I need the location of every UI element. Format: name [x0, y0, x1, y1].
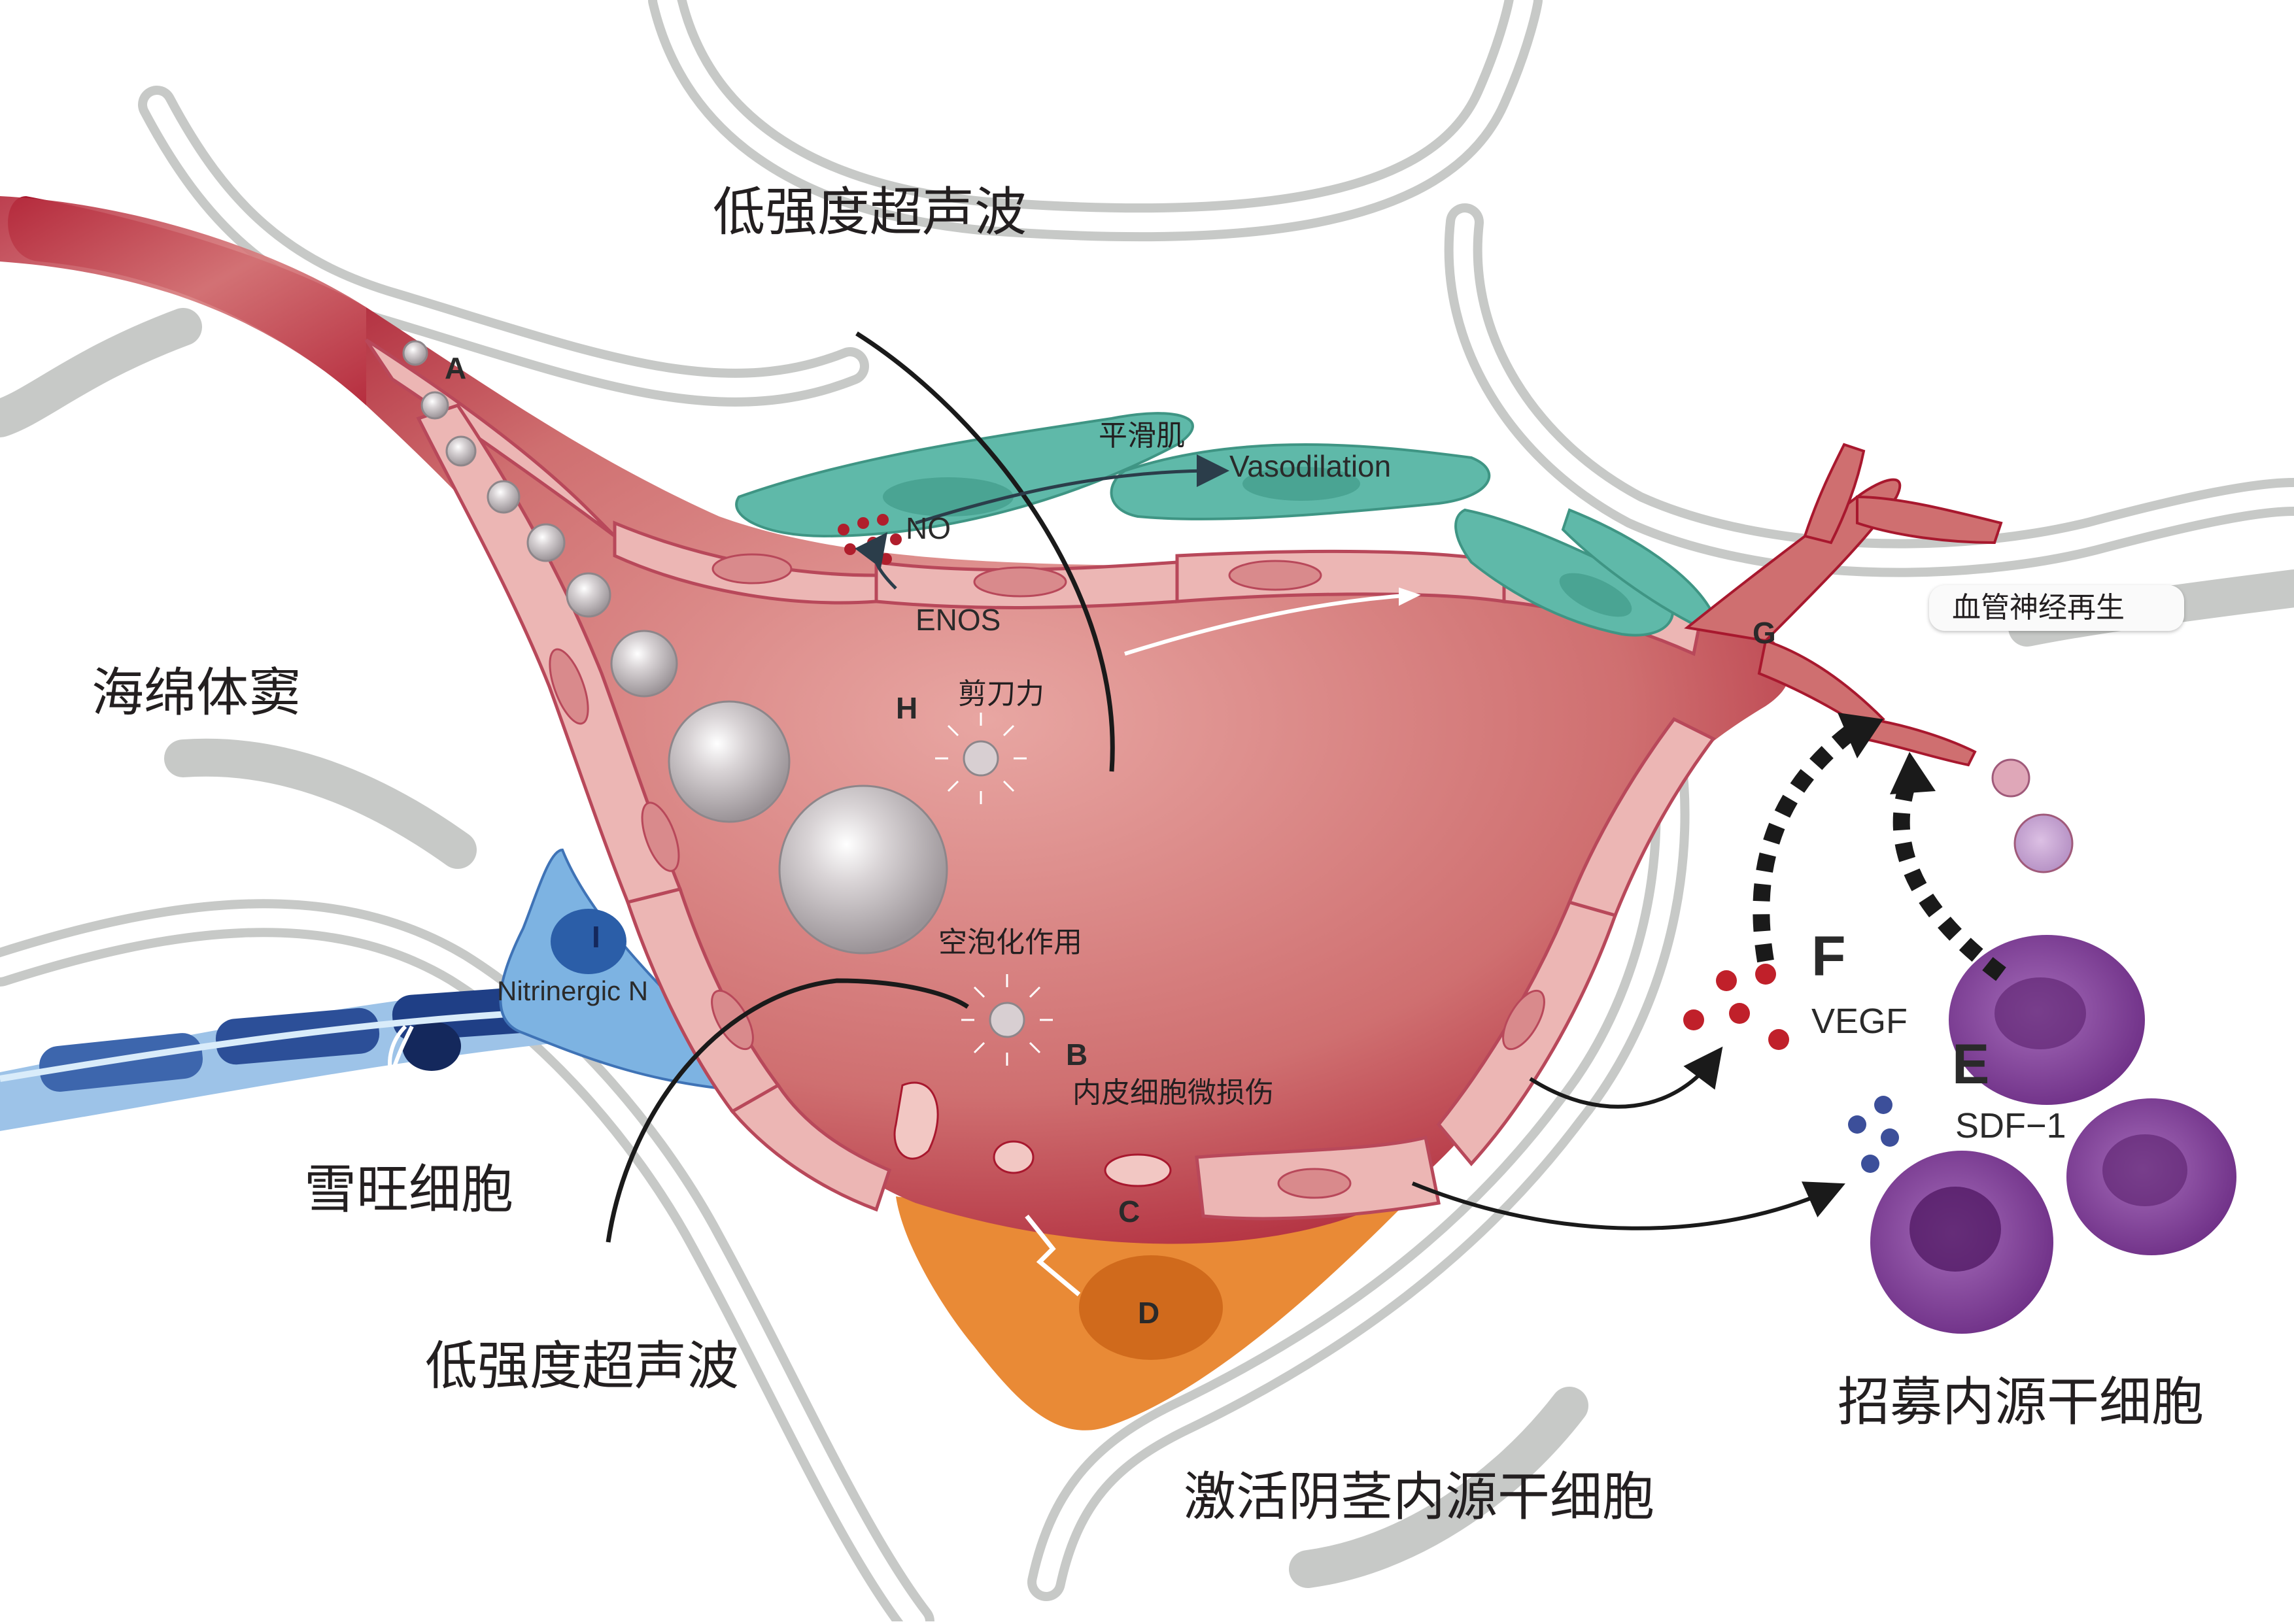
marker-d: D: [1138, 1296, 1160, 1330]
enos-label: ENOS: [916, 603, 1001, 637]
ultrasound-bottom-label: 低强度超声波: [425, 1336, 739, 1396]
vegf-arrow: [1529, 1046, 1723, 1109]
marker-a: A: [445, 351, 467, 385]
nerve-signal-arrow: [390, 1025, 414, 1073]
vasodilation-label: Vasodilation: [1229, 449, 1392, 483]
sdf1-label: SDF−1: [1955, 1106, 2066, 1145]
recruit-stem-cell-label: 招募内源干细胞: [1838, 1372, 2204, 1432]
sdf1-molecules: [1848, 1096, 1899, 1173]
ultrasound-top-label: 低强度超声波: [713, 182, 1027, 243]
nerve-fiber: [0, 981, 589, 1131]
marker-g: G: [1753, 616, 1776, 650]
ultrasound-bottom-arrow: [606, 978, 969, 1243]
marker-h: H: [896, 691, 918, 725]
shear-force-label: 剪刀力: [958, 677, 1044, 711]
endothelial-injury-label: 内皮细胞微损伤: [1072, 1076, 1274, 1109]
ultrasound-top-arrow: [855, 331, 1115, 772]
marker-b: B: [1066, 1038, 1088, 1072]
no-label: NO: [906, 511, 951, 545]
arrows: [390, 331, 2006, 1296]
marker-c: C: [1118, 1194, 1140, 1228]
vegf-molecules: [1683, 964, 1789, 1050]
neovascularization-tag: [1929, 585, 2184, 631]
smooth-muscle-nucleus: [883, 477, 1014, 516]
smooth-muscle-label: 平滑肌: [1099, 419, 1185, 452]
vessel-branch-g: [1684, 443, 2003, 767]
small-cells: [1991, 758, 2074, 873]
nitrinergic-neuron-nucleus: [551, 909, 626, 974]
endothelial-damage: [893, 1081, 1172, 1187]
marker-i: I: [592, 920, 600, 954]
cavitation-bubbles: [402, 340, 948, 955]
recruit-arrow-right: [1892, 775, 2006, 981]
activate-stem-cell-label: 激活阴茎内源干细胞: [1184, 1466, 1654, 1527]
cavitation-label: 空泡化作用: [938, 926, 1082, 959]
cavitation-burst: [961, 974, 1053, 1066]
neovascularization-label: 血管神经再生: [1952, 591, 2125, 624]
schwann-cell-label: 雪旺细胞: [304, 1159, 513, 1220]
vegf-label: VEGF: [1811, 1002, 1908, 1041]
marker-f: F: [1811, 925, 1846, 988]
shear-burst: [935, 713, 1027, 804]
schwann-cell-nucleus: [402, 1021, 461, 1071]
recruit-arrow-left: [1753, 725, 1856, 963]
cavernous-sinus-label: 海绵体窦: [92, 662, 301, 723]
lightning-bolt: [1025, 1214, 1081, 1296]
marker-e: E: [1952, 1033, 1990, 1096]
vasodilation-arrow: [915, 454, 1229, 525]
nitrinergic-label: Nitrinergic N: [497, 975, 649, 1006]
endothelial-nuclei: [549, 553, 1545, 1199]
sdf1-arrow: [1411, 1181, 1845, 1230]
enos-arrow: [855, 532, 897, 590]
shear-flow-arrow: [1124, 593, 1413, 656]
